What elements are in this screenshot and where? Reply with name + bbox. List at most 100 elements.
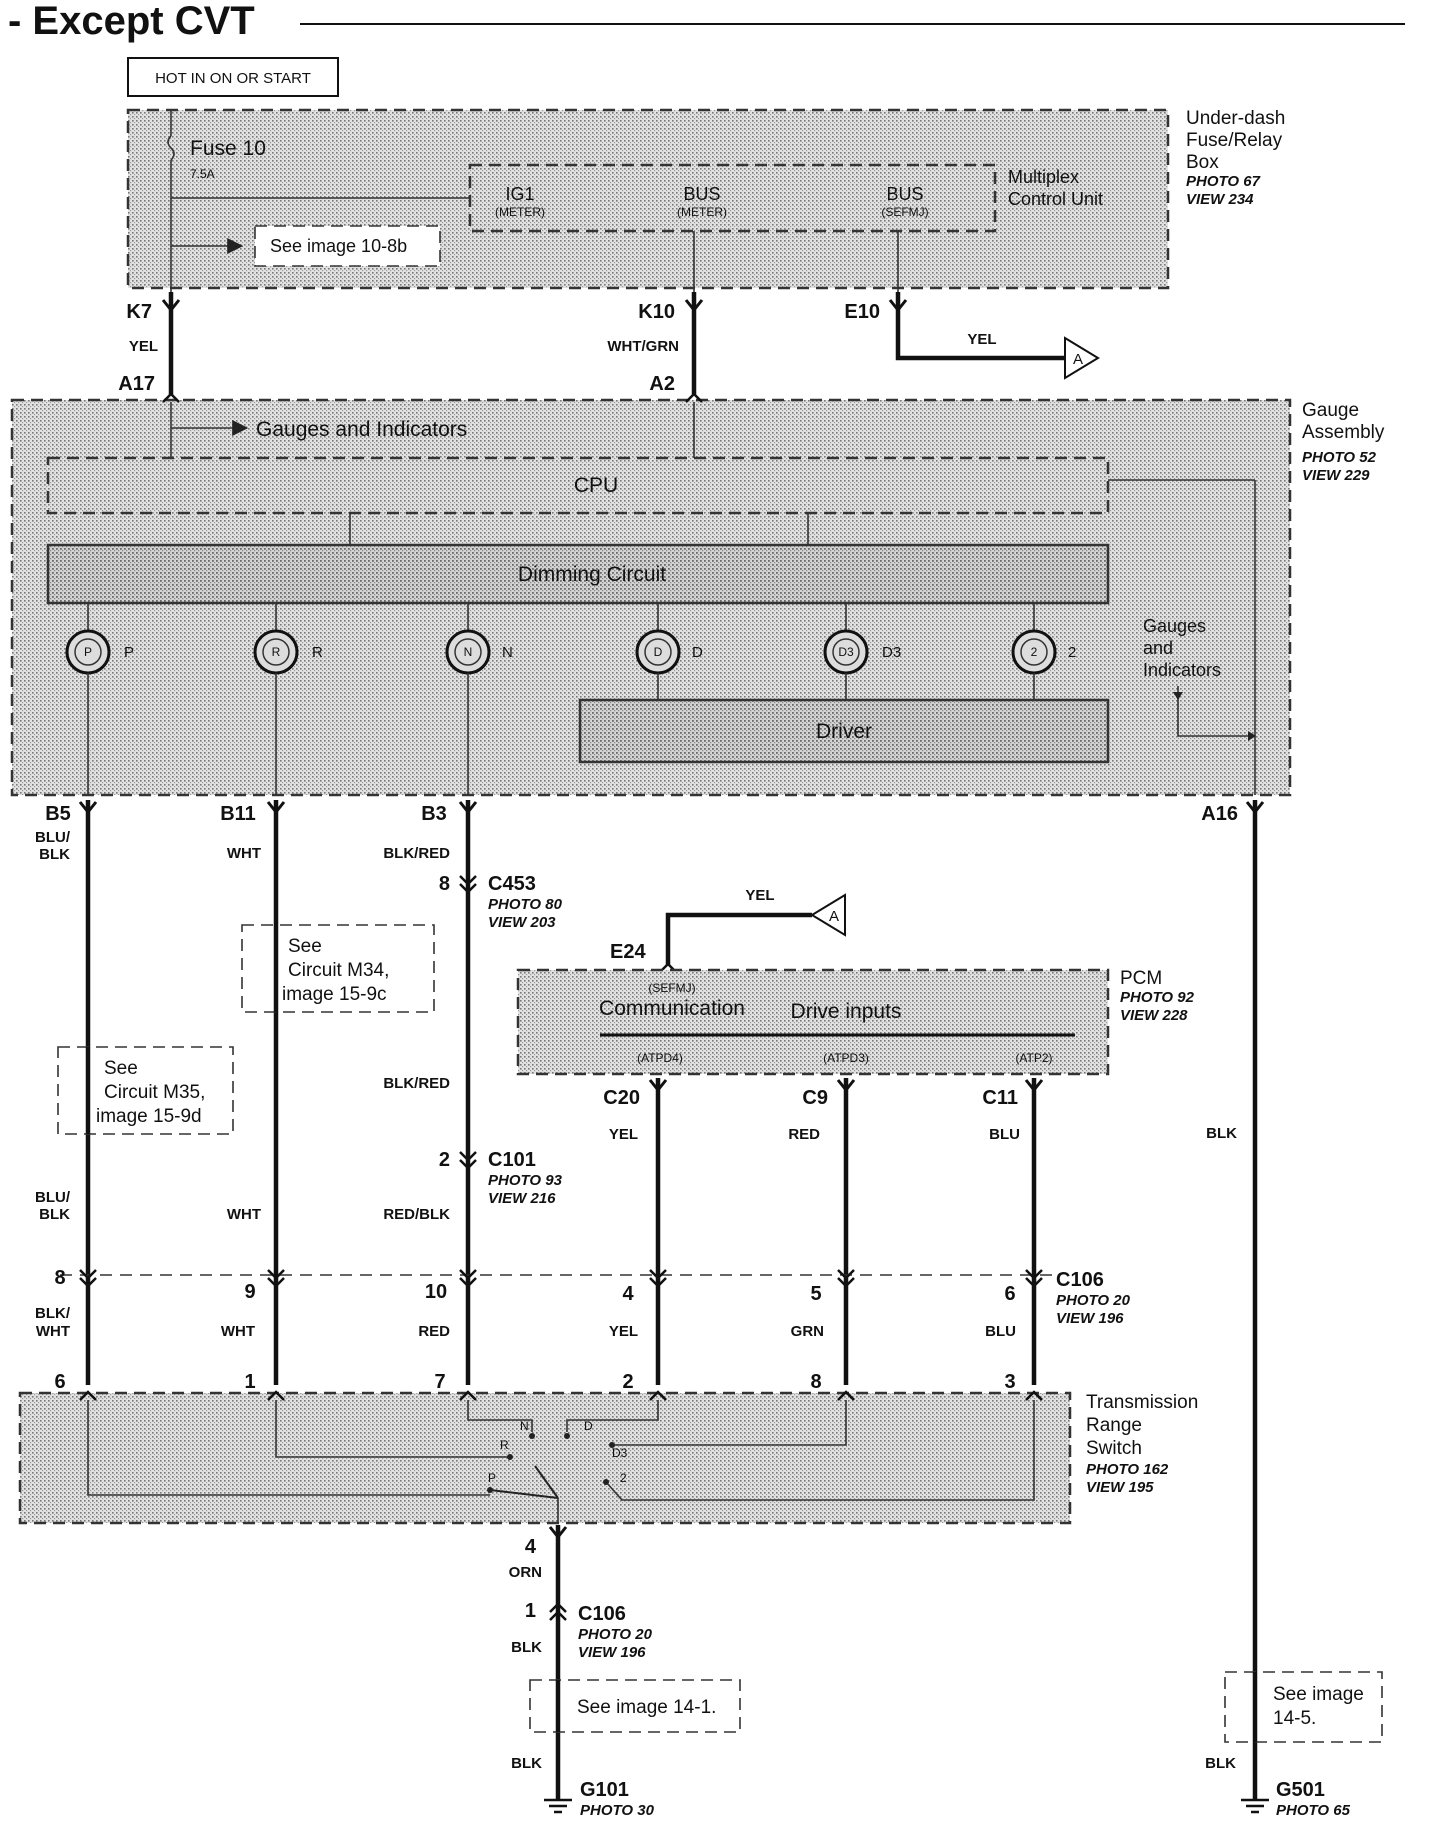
- c106-color-8b: WHT: [36, 1323, 70, 1340]
- svg-text:See: See: [104, 1058, 138, 1079]
- svg-text:Circuit M34,: Circuit M34,: [288, 960, 389, 981]
- indicator-d: D D: [635, 603, 703, 700]
- svg-text:10: 10: [425, 1281, 447, 1303]
- svg-text:2: 2: [620, 1471, 627, 1485]
- svg-text:Control Unit: Control Unit: [1008, 189, 1103, 209]
- trs-pin-7: 7: [434, 1371, 445, 1393]
- wire-c9: C9 RED: [788, 1078, 856, 1385]
- svg-text:G501: G501: [1276, 1779, 1325, 1801]
- svg-text:(METER): (METER): [677, 205, 727, 219]
- see-image-14-5-ref: See image 14-5.: [1224, 1671, 1383, 1743]
- svg-text:BLK: BLK: [1206, 1125, 1237, 1142]
- svg-text:Drive inputs: Drive inputs: [791, 1000, 902, 1023]
- c106-color-4: YEL: [609, 1323, 638, 1340]
- indicator-p: P P: [65, 603, 134, 795]
- svg-text:8: 8: [54, 1267, 65, 1289]
- svg-text:PHOTO 80: PHOTO 80: [488, 896, 563, 913]
- svg-text:A17: A17: [118, 373, 155, 395]
- svg-text:D: D: [584, 1419, 593, 1433]
- svg-text:D3: D3: [838, 645, 854, 659]
- svg-text:(ATPD4): (ATPD4): [637, 1051, 683, 1065]
- c106-color-8a: BLK/: [35, 1305, 71, 1322]
- multiplex-control-unit: Multiplex Control Unit IG1 (METER) BUS (…: [468, 163, 1103, 233]
- svg-text:PHOTO 162: PHOTO 162: [1086, 1461, 1169, 1478]
- offpage-connector-a-in: A: [810, 893, 846, 937]
- svg-text:C106: C106: [578, 1603, 626, 1625]
- a2-entry: [685, 392, 703, 403]
- trs-internal-wiring: P R N D D3 2: [87, 1400, 1035, 1523]
- svg-text:Indicators: Indicators: [1143, 660, 1221, 680]
- svg-text:Gauge: Gauge: [1302, 400, 1359, 421]
- svg-text:PHOTO 92: PHOTO 92: [1120, 989, 1195, 1006]
- pcm-e24-pin: E24: [610, 941, 646, 963]
- svg-text:Gauges: Gauges: [1143, 616, 1206, 636]
- svg-text:7.5A: 7.5A: [190, 167, 215, 181]
- wire-k7-a17: K7 YEL A17: [118, 292, 181, 395]
- svg-text:K10: K10: [638, 301, 675, 323]
- pcm: PCM PHOTO 92 VIEW 228 (SEFMJ) Communicat…: [516, 968, 1195, 1076]
- svg-text:YEL: YEL: [967, 331, 996, 348]
- indicator-d3: D3 D3: [823, 603, 901, 700]
- svg-text:A2: A2: [649, 373, 675, 395]
- svg-text:PHOTO 52: PHOTO 52: [1302, 449, 1377, 466]
- svg-text:See: See: [288, 936, 322, 957]
- svg-text:BLU/: BLU/: [35, 829, 71, 846]
- svg-text:BLK: BLK: [511, 1639, 542, 1656]
- svg-text:PCM: PCM: [1120, 968, 1162, 989]
- trs-pin-2: 2: [622, 1371, 633, 1393]
- svg-text:N: N: [502, 644, 513, 661]
- svg-text:YEL: YEL: [129, 338, 158, 355]
- svg-text:(METER): (METER): [495, 205, 545, 219]
- svg-text:PHOTO 93: PHOTO 93: [488, 1172, 563, 1189]
- ground-g101: G101 PHOTO 30: [544, 1779, 655, 1819]
- svg-text:PHOTO 20: PHOTO 20: [578, 1626, 653, 1643]
- indicator-2: 2 2: [1011, 603, 1076, 700]
- svg-text:Multiplex: Multiplex: [1008, 167, 1079, 187]
- svg-text:PHOTO 20: PHOTO 20: [1056, 1292, 1131, 1309]
- svg-text:See image 14-1.: See image 14-1.: [577, 1697, 716, 1718]
- svg-text:VIEW 196: VIEW 196: [1056, 1310, 1124, 1327]
- svg-text:R: R: [500, 1438, 509, 1452]
- svg-text:8: 8: [439, 873, 450, 895]
- svg-text:Driver: Driver: [816, 720, 872, 743]
- b11-lower-color: WHT: [227, 1206, 261, 1223]
- ground-g501: G501 PHOTO 65: [1241, 1779, 1351, 1819]
- offpage-connector-a-out: A: [1064, 336, 1100, 380]
- svg-text:C20: C20: [603, 1087, 640, 1109]
- dimming-circuit-block: Dimming Circuit: [46, 543, 1110, 605]
- svg-text:BLK/RED: BLK/RED: [383, 845, 450, 862]
- svg-text:Communication: Communication: [599, 997, 745, 1020]
- svg-text:2: 2: [1068, 644, 1076, 661]
- g501-wire-color: BLK: [1205, 1755, 1236, 1772]
- svg-text:VIEW 195: VIEW 195: [1086, 1479, 1154, 1496]
- svg-text:(ATP2): (ATP2): [1015, 1051, 1052, 1065]
- svg-text:Fuse/Relay: Fuse/Relay: [1186, 130, 1283, 151]
- transmission-range-switch: Transmission Range Switch PHOTO 162 VIEW…: [18, 1391, 1198, 1525]
- svg-text:VIEW 228: VIEW 228: [1120, 1007, 1188, 1024]
- svg-text:R: R: [312, 644, 323, 661]
- svg-text:P: P: [488, 1471, 496, 1485]
- svg-text:and: and: [1143, 638, 1173, 658]
- cpu-block: CPU: [46, 456, 1110, 515]
- svg-text:WHT: WHT: [227, 845, 261, 862]
- svg-text:P: P: [84, 645, 92, 659]
- svg-text:Box: Box: [1186, 152, 1219, 173]
- svg-text:VIEW 196: VIEW 196: [578, 1644, 646, 1661]
- svg-text:C11: C11: [982, 1087, 1018, 1109]
- trs-pin-6: 6: [54, 1371, 65, 1393]
- wire-k10-a2: K10 WHT/GRN A2: [607, 292, 704, 395]
- connector-c106-lower: 1 C106 PHOTO 20 VIEW 196 BLK: [511, 1600, 652, 1661]
- page-title: - Except CVT: [8, 0, 255, 43]
- see-image-14-1-ref: See image 14-1.: [529, 1679, 741, 1733]
- svg-text:C453: C453: [488, 873, 536, 895]
- svg-text:HOT IN ON OR START: HOT IN ON OR START: [155, 70, 311, 87]
- svg-text:B11: B11: [220, 803, 256, 825]
- g101-wire-color: BLK: [511, 1755, 542, 1772]
- c106-color-10: RED: [418, 1323, 450, 1340]
- svg-text:1: 1: [525, 1600, 536, 1622]
- svg-text:D3: D3: [612, 1446, 628, 1460]
- svg-text:BUS: BUS: [886, 184, 923, 204]
- power-source-label: HOT IN ON OR START: [127, 57, 339, 97]
- svg-text:G101: G101: [580, 1779, 629, 1801]
- connector-c453: 8 C453 PHOTO 80 VIEW 203: [439, 873, 563, 931]
